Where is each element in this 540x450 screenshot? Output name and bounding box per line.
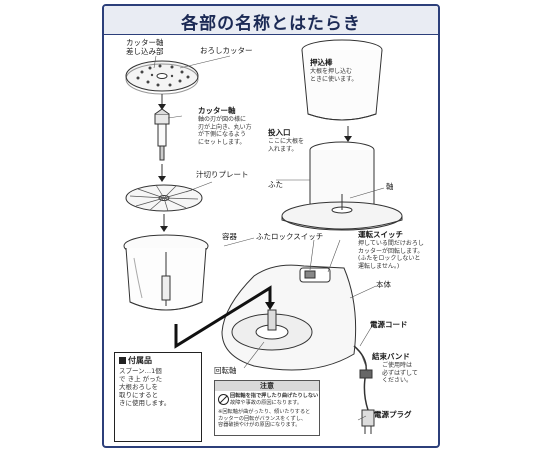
rotation-shaft-label: 回転軸	[214, 366, 237, 375]
caution-footnote: ※回転軸が曲がったり、傾いたりするとカッターの回転がバランスをくずし、 容器破損…	[218, 409, 311, 429]
caution-title: 注意	[215, 381, 319, 391]
run-switch-note: 押している間だけおろしカッターが回転します。 (ふたをロックしないと運転しません…	[358, 240, 424, 270]
square-bullet-icon	[119, 357, 126, 364]
lid-lock-switch-label: ふたロックスイッチ	[256, 232, 324, 241]
container-drawing	[123, 234, 209, 311]
caution-box: 注意 回転軸を指で押したり曲げたりしない故障や事故の原因になります。 ※回転軸が…	[214, 380, 320, 436]
drain-plate-drawing	[125, 184, 203, 212]
binding-band-note: ご使用時は必ずはずして ください。	[382, 362, 418, 385]
pusher-note: 大根を押し込むときに使います。	[310, 68, 358, 83]
caution-line: 回転軸を指で押したり曲げたりしない故障や事故の原因になります。	[230, 393, 319, 406]
cutter-shaft-insert-label: カッター軸差し込み部	[126, 38, 164, 56]
page-title: 各部の名称とはたらき	[181, 14, 361, 34]
main-body-drawing	[221, 264, 357, 371]
cutter-shaft-drawing	[154, 108, 170, 161]
lid-drawing	[281, 141, 403, 231]
shaft-label: 軸	[386, 182, 394, 191]
cutter-shaft-note: 軸の刃が図の様に刃が上向き、丸い方 が下側になるようにセットします。	[198, 116, 252, 146]
accessory-text: スプーン…1個で き上 がった 大根おろしを取りにすると きに使用します。	[119, 367, 171, 407]
binding-band-label: 結束バンド	[372, 352, 410, 361]
grater-cutter-label: おろしカッター	[200, 46, 253, 55]
container-label: 容器	[222, 232, 237, 241]
run-switch-label: 運転スイッチ	[358, 230, 403, 239]
body-label: 本体	[376, 280, 391, 289]
inlet-label: 投入口	[268, 128, 291, 137]
accessory-box: 付属品 スプーン…1個で き上 がった 大根おろしを取りにすると きに使用します…	[114, 352, 202, 442]
inlet-note: ここに大根を入れます。	[268, 138, 305, 153]
grater-cutter-drawing	[125, 60, 199, 95]
title-bar: 各部の名称とはたらき	[104, 6, 438, 35]
cutter-shaft-label: カッター軸	[198, 106, 236, 115]
pusher-drawing	[301, 39, 383, 121]
drain-plate-label: 汁切りプレート	[196, 170, 249, 179]
power-cord-label: 電源コード	[370, 320, 408, 329]
pusher-label: 押込棒	[310, 58, 333, 67]
prohibition-icon	[218, 394, 229, 405]
power-plug-label: 電源プラグ	[374, 410, 412, 419]
lid-label: ふた	[268, 180, 283, 189]
accessory-title: 付属品	[119, 355, 152, 366]
diagram-frame: 各部の名称とはたらき	[102, 4, 440, 448]
